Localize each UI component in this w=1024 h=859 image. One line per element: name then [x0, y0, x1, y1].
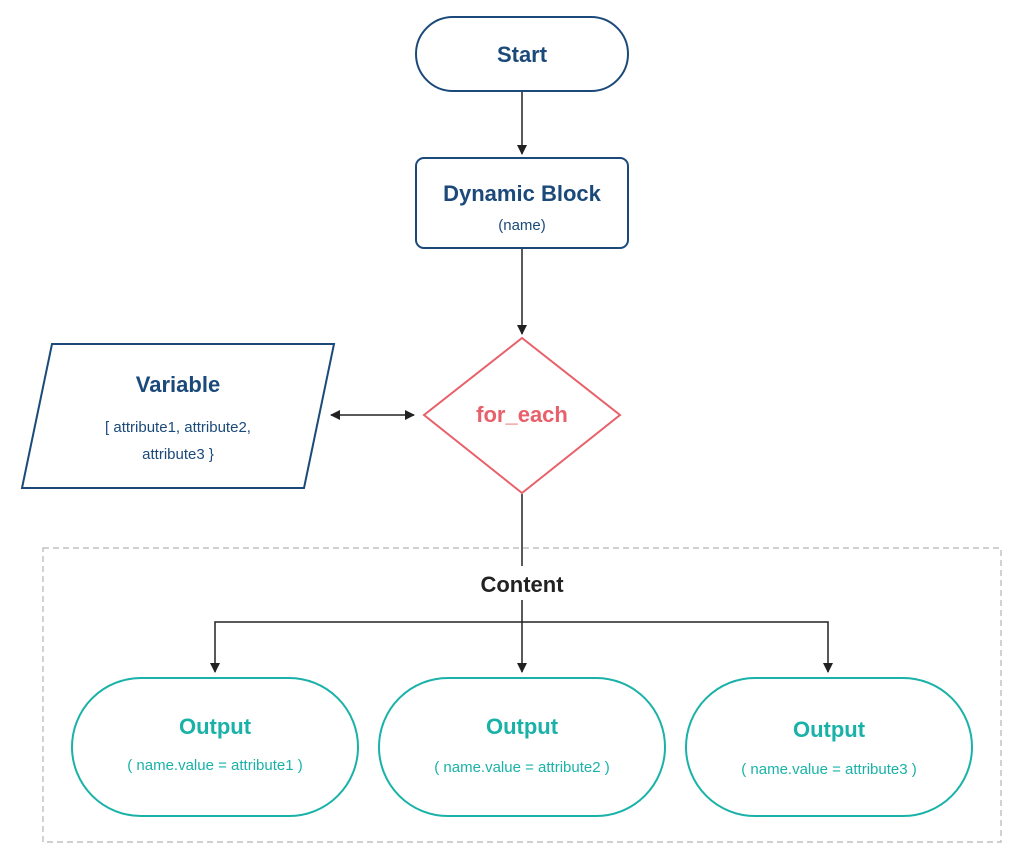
variable-line-2: attribute3 }: [142, 446, 214, 463]
dynamic-block-shape: [415, 157, 629, 249]
variable-shape: [20, 343, 336, 489]
output-3-shape: [685, 677, 973, 817]
start-shape: [415, 16, 629, 92]
variable-input: Variable [ attribute1, attribute2, attri…: [20, 343, 336, 489]
for-each-decision: for_each: [422, 336, 622, 495]
content-label: Content: [480, 572, 564, 597]
output-node-1: Output ( name.value = attribute1 ): [71, 677, 359, 817]
connector-branch-left: [210, 621, 522, 673]
dynamic-block-process: Dynamic Block (name): [415, 157, 629, 249]
output-2-shape: [378, 677, 666, 817]
output-3-detail: ( name.value = attribute3 ): [741, 761, 917, 778]
variable-line-1: [ attribute1, attribute2,: [105, 419, 251, 436]
dynamic-block-subtitle: (name): [498, 217, 546, 234]
content-container: [42, 547, 1002, 843]
output-2-title: Output: [486, 714, 559, 739]
decision-label: for_each: [476, 402, 568, 427]
output-node-2: Output ( name.value = attribute2 ): [378, 677, 666, 817]
output-2-detail: ( name.value = attribute2 ): [434, 759, 610, 776]
output-1-detail: ( name.value = attribute1 ): [127, 757, 303, 774]
decision-shape: [422, 336, 622, 495]
connector-branch-right: [522, 621, 833, 673]
start-label: Start: [497, 42, 548, 67]
variable-title: Variable: [136, 372, 220, 397]
start-terminator: Start: [415, 16, 629, 92]
output-node-3: Output ( name.value = attribute3 ): [685, 677, 973, 817]
connectors: [210, 91, 833, 673]
dynamic-block-title: Dynamic Block: [443, 181, 601, 206]
output-1-shape: [71, 677, 359, 817]
output-1-title: Output: [179, 714, 252, 739]
output-3-title: Output: [793, 717, 866, 742]
